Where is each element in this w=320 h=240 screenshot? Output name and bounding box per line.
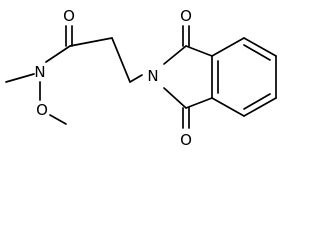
- lower-carbonyl-ring-bond: [185, 97, 213, 109]
- amide-nitrogen-label: N: [34, 63, 45, 81]
- benzene-bond-6: [211, 97, 245, 117]
- imide-n-lower-carbonyl-bond: [163, 87, 187, 109]
- upper-carbonyl-oxygen-label: O: [180, 7, 192, 25]
- imide-nitrogen-label: N: [147, 67, 158, 85]
- chain-bond-2: [129, 74, 143, 83]
- benzene-bond-2: [211, 37, 245, 57]
- n-methyl-bond: [5, 73, 35, 83]
- lower-carbonyl-oxygen-label: O: [180, 131, 192, 149]
- o-methyl-bond: [49, 114, 67, 125]
- benzene-bond-3-inner: [243, 44, 271, 61]
- chemical-structure-diagram: O N O N O O: [5, 7, 277, 149]
- chain-bond-1: [111, 37, 131, 83]
- methoxy-oxygen-label: O: [36, 101, 48, 119]
- amide-oxygen-label: O: [63, 7, 75, 25]
- benzene-bond-3: [243, 37, 277, 57]
- imide-n-upper-carbonyl-bond: [163, 45, 187, 65]
- upper-carbonyl-ring-bond: [185, 45, 213, 57]
- amide-carbon-nitrogen-bond: [45, 45, 71, 63]
- benzene-bond-5-inner: [243, 93, 271, 110]
- amide-carbon-chain-bond: [69, 37, 113, 47]
- benzene-bond-5: [243, 97, 277, 117]
